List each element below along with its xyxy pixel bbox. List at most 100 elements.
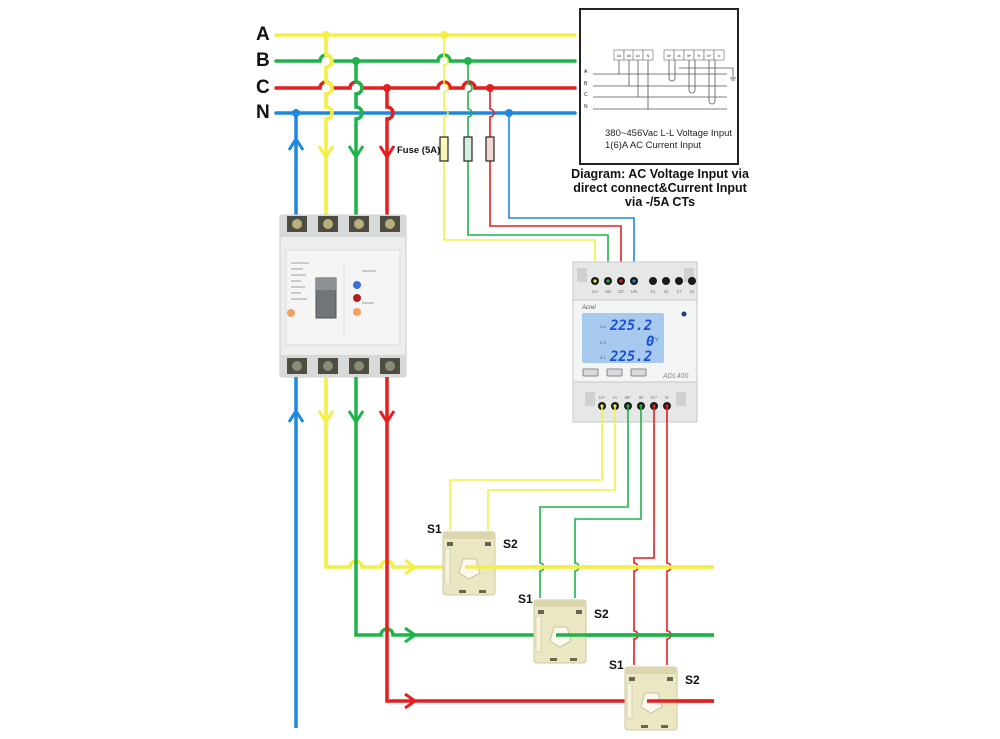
- inset-voltage-terminal-label: Ub: [627, 54, 632, 58]
- meter-bottom-terminal-label: IB*: [625, 395, 631, 400]
- inset-current-terminal-label: Ib: [698, 54, 701, 58]
- meter-button-middle[interactable]: [606, 368, 623, 377]
- feed-wire-b: [354, 61, 364, 218]
- arrow-down-icon: [317, 145, 335, 160]
- ct-window: [458, 558, 481, 580]
- lcd-unit: V: [655, 337, 659, 343]
- ct-c-s1-label: S1: [609, 658, 624, 672]
- bus-label-b: B: [256, 50, 270, 71]
- meter-top-terminal-label: UA: [592, 289, 598, 294]
- breaker-blue-button[interactable]: [353, 281, 361, 289]
- meter-bottom-terminal-label: IB: [639, 395, 643, 400]
- fuse-a: [439, 136, 449, 162]
- lcd-line-2: 0: [646, 334, 654, 350]
- circuit-breaker: [279, 214, 407, 378]
- diagram-caption: Diagram: AC Voltage Input via direct con…: [560, 167, 760, 209]
- inset-current-terminal-label: Ic*: [707, 54, 712, 58]
- feed-wire-a: [324, 35, 334, 218]
- arrow-down-icon: [347, 410, 365, 425]
- meter-bottom-terminal-label: IA: [613, 395, 617, 400]
- bus-label-a: A: [256, 24, 270, 45]
- meter-bottom-terminal-label: IA*: [599, 395, 605, 400]
- meter-top-terminal-label: UC: [618, 289, 625, 294]
- ct-a-s1-label: S1: [427, 522, 442, 536]
- ct-a-s2-label: S2: [503, 537, 518, 551]
- ct-wire-ia: [487, 405, 616, 530]
- arrow-down-icon: [378, 410, 396, 425]
- meter-top-terminal-label: UB: [605, 289, 611, 294]
- terminal-wire-dot: [619, 279, 623, 283]
- meter-top-terminal-17[interactable]: [675, 277, 683, 285]
- meter-top-terminal-21[interactable]: [649, 277, 657, 285]
- ct-wire-ia-star: [449, 405, 603, 530]
- inset-line-label-c: C: [584, 92, 588, 98]
- meter-top-terminal-label: 21: [650, 289, 656, 294]
- caption-line-1: Diagram: AC Voltage Input via: [571, 167, 749, 181]
- feed-arrows: [287, 136, 396, 160]
- inset-line-label-n: N: [584, 104, 588, 110]
- breaker-feed-wires: [294, 35, 395, 218]
- meter-bottom-terminal-label: IC*: [651, 395, 658, 400]
- load-arrows: [287, 408, 418, 710]
- arrow-down-icon: [378, 145, 396, 160]
- meter-top-terminal-label: 17: [676, 289, 682, 294]
- inset-voltage-terminal-label: Ua: [617, 54, 622, 58]
- sense-wire-a: [443, 35, 596, 278]
- inset-current-terminal-label: Ic: [718, 54, 721, 58]
- meter-button-left[interactable]: [582, 368, 599, 377]
- bus-lines: [274, 33, 577, 115]
- ct-wire-ic: [666, 405, 672, 665]
- breaker-top-terminals: [287, 216, 400, 232]
- fuse-b: [463, 136, 473, 162]
- inset-current-terminal-label: Ia*: [667, 54, 672, 58]
- breaker-orange-indicator: [287, 309, 295, 317]
- arrow-up-icon: [287, 408, 305, 423]
- inset-current-terminal-label: Ib*: [687, 54, 692, 58]
- inset-current-terminal: [713, 49, 725, 61]
- inset-voltage-terminal-label: N: [647, 54, 650, 58]
- ct-window: [549, 626, 572, 648]
- load-wires: [294, 377, 714, 728]
- lcd-row-label-1: 1-2: [600, 324, 607, 329]
- bus-line-b: [274, 53, 577, 63]
- ct-b-s2-label: S2: [594, 607, 609, 621]
- fuses: [439, 136, 495, 162]
- terminal-wire-dot: [632, 279, 636, 283]
- terminal-wire-dot: [606, 279, 610, 283]
- meter-top-terminal-18[interactable]: [688, 277, 696, 285]
- breaker-bottom-terminals: [287, 358, 400, 374]
- meter-bottom-terminal-label: IC: [665, 395, 670, 400]
- arrow-up-icon: [287, 136, 305, 151]
- ct-wire-ic-star: [633, 405, 655, 665]
- feed-wire-c: [385, 88, 395, 218]
- caption-line-3: via -/5A CTs: [624, 195, 696, 209]
- bus-line-c: [274, 80, 577, 90]
- meter-brand: Acrel: [581, 305, 596, 311]
- voltage-sense-wires: [443, 35, 635, 278]
- ct-window: [640, 692, 663, 714]
- meter-top-terminal-label: UN: [631, 289, 638, 294]
- fuse-c: [485, 136, 495, 162]
- meter-top-terminal-label: 18: [689, 289, 695, 294]
- load-wire-c: [385, 377, 714, 703]
- breaker-red-button[interactable]: [353, 294, 361, 302]
- meter-lcd: [582, 313, 664, 363]
- inset-line-label-b: B: [584, 81, 588, 87]
- current-transformer-c: [624, 666, 714, 731]
- ct-wire-ib: [574, 405, 642, 598]
- inset-line-label-a: A: [584, 69, 588, 75]
- arrow-right-icon: [404, 626, 418, 644]
- sense-wire-c: [489, 88, 622, 278]
- lcd-line-1: 225.2: [609, 318, 652, 334]
- sense-wire-n: [508, 113, 635, 278]
- meter-model: ADL400: [662, 373, 688, 380]
- lcd-line-3: 225.2: [609, 349, 652, 365]
- sense-wire-b: [467, 61, 609, 278]
- meter-top-terminal-22[interactable]: [662, 277, 670, 285]
- meter-button-enter[interactable]: [630, 368, 647, 377]
- arrow-right-icon: [404, 692, 418, 710]
- lcd-row-label-3: 3-1: [600, 355, 607, 360]
